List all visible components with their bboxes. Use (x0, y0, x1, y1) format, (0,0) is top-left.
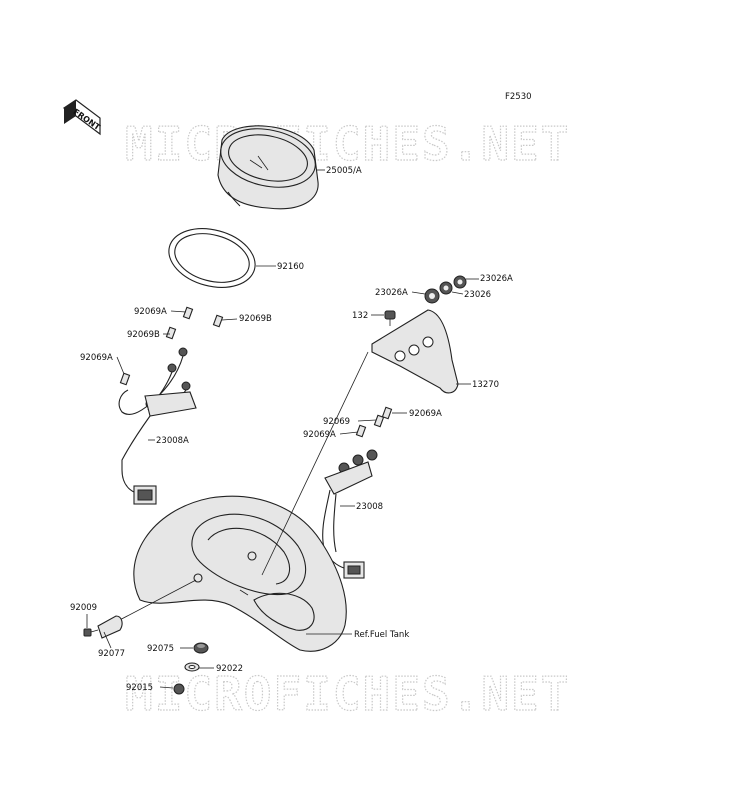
label-92160: 92160 (277, 262, 304, 272)
label-25005a: 25005/A (326, 166, 362, 176)
collar-92077-part (97, 615, 123, 649)
speedometer-part (217, 125, 325, 210)
label-23026a-left: 23026A (375, 288, 408, 298)
label-92075: 92075 (147, 644, 174, 654)
label-23026: 23026 (464, 290, 491, 300)
washer-92022-part (184, 662, 214, 672)
label-92069a-mid: 92069A (303, 430, 336, 440)
label-92077: 92077 (98, 649, 125, 659)
label-23026a-top: 23026A (480, 274, 513, 284)
label-92022: 92022 (216, 664, 243, 674)
harness-23008a-part (118, 306, 224, 505)
label-23008: 23008 (356, 502, 383, 512)
label-92069b-left: 92069B (127, 330, 160, 340)
watermark-bottom: MICROFICHES.NET (125, 667, 570, 721)
meter-housing-part (133, 495, 352, 652)
label-92009: 92009 (70, 603, 97, 613)
front-arrow-icon: FRONT (62, 99, 102, 136)
nut-23026a-left-part (411, 288, 440, 304)
label-92069: 92069 (323, 417, 350, 427)
label-92069b-right: 92069B (239, 314, 272, 324)
label-92069a-left: 92069A (80, 353, 113, 363)
bracket-13270-part (371, 309, 471, 394)
nut-23026-part (439, 281, 464, 295)
label-92069a-top: 92069A (134, 307, 167, 317)
ring-92160-part (168, 228, 276, 288)
nut-23026a-top-part (453, 275, 479, 289)
harness-23008-part (322, 406, 393, 579)
label-92015: 92015 (126, 683, 153, 693)
screw-92009-part (83, 628, 99, 637)
nut-92015-part (159, 683, 185, 695)
grommet-92075-part (180, 642, 209, 654)
label-92069a-right: 92069A (409, 409, 442, 419)
label-13270: 13270 (472, 380, 499, 390)
label-132: 132 (352, 311, 368, 321)
label-23008a: 23008A (156, 436, 189, 446)
figure-code: F2530 (505, 92, 532, 102)
watermark-top: MICROFICHES.NET (125, 117, 570, 171)
label-ref-fuel-tank: Ref.Fuel Tank (354, 630, 409, 640)
bolt-132-part (371, 310, 396, 326)
